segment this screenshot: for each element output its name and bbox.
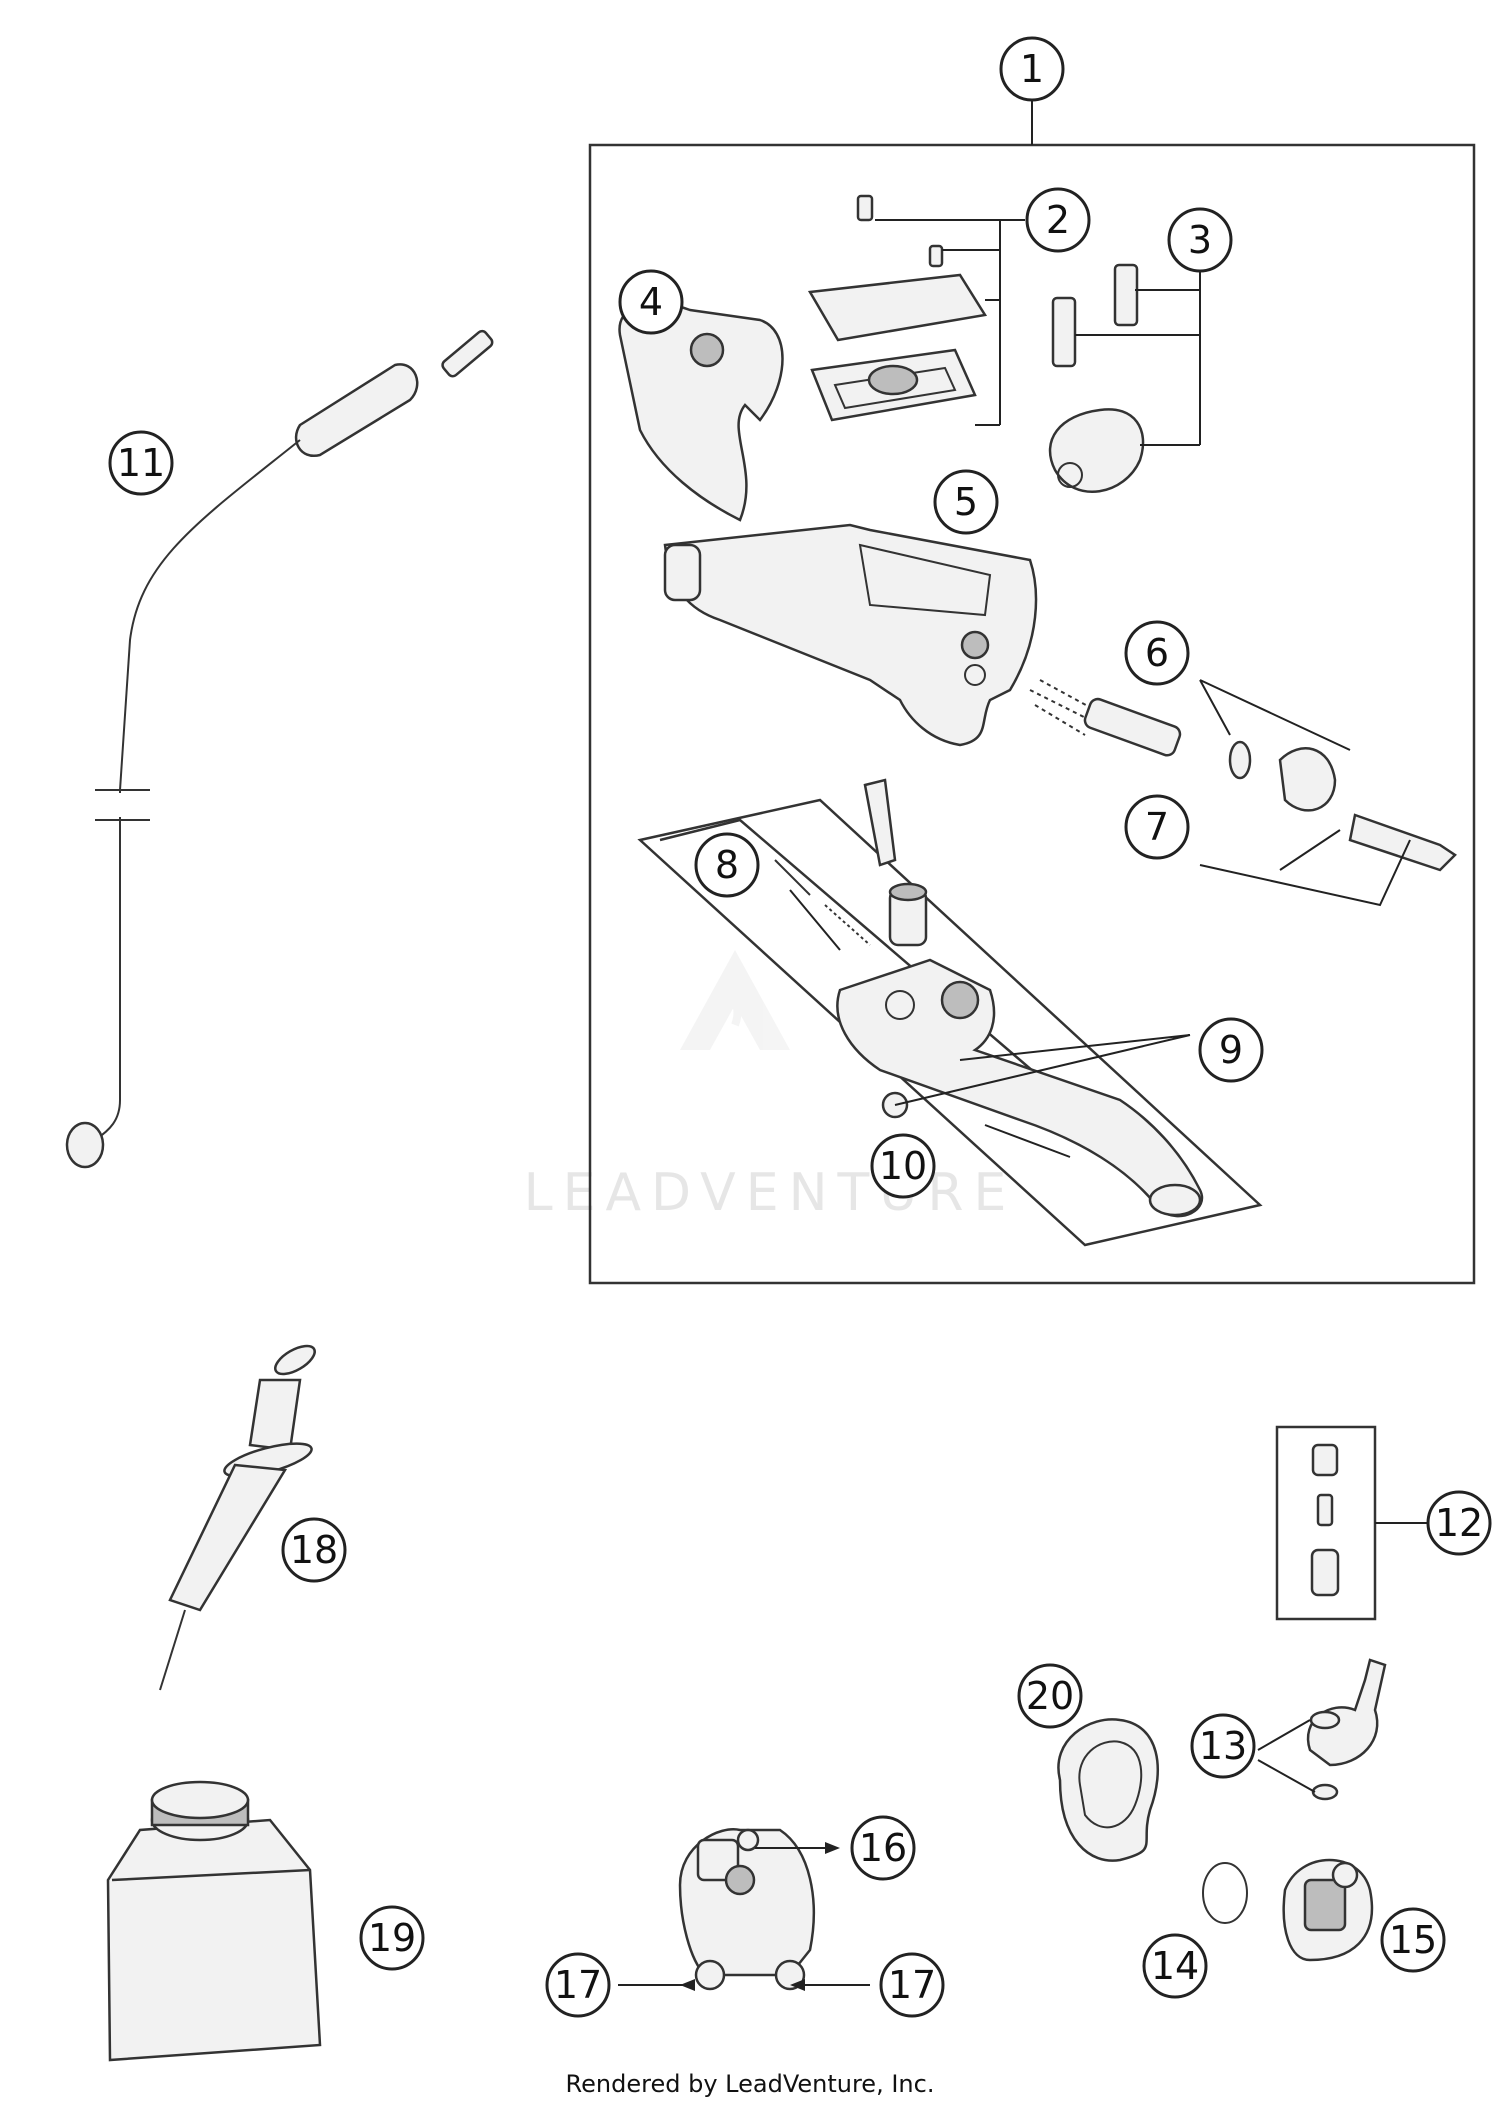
footer-credit: Rendered by LeadVenture, Inc.: [565, 2070, 935, 2098]
leader-3: [1075, 270, 1201, 446]
svg-text:6: 6: [1145, 631, 1169, 675]
bleed-syringe: [159, 1344, 316, 1691]
banjo-fitting: [1306, 1658, 1387, 1801]
leader-6: [1199, 679, 1351, 751]
push-rod: [1348, 813, 1457, 872]
arrow-17a: [680, 1979, 695, 1991]
svg-text:20: 20: [1026, 1674, 1074, 1718]
svg-text:14: 14: [1151, 1944, 1199, 1988]
callout-20: 20: [1017, 1663, 1083, 1729]
svg-text:12: 12: [1435, 1501, 1483, 1545]
diaphragm: [867, 364, 919, 396]
arrow-16: [825, 1842, 840, 1854]
pivot-bolt: [863, 778, 897, 867]
callout-17-left: 17: [545, 1952, 611, 2018]
hydraulic-fluid-can: [106, 1780, 322, 2062]
clutch-lever: [836, 958, 1204, 1218]
svg-text:17: 17: [888, 1963, 936, 2007]
callout-12: 12: [1426, 1490, 1492, 1556]
svg-text:17: 17: [554, 1963, 602, 2007]
slave-cylinder: [1282, 1858, 1374, 1962]
leader-9: [894, 1034, 1191, 1106]
lever-kit-box: [637, 798, 1263, 1247]
o-ring: [1202, 1862, 1248, 1924]
svg-text:10: 10: [879, 1144, 927, 1188]
leader-13: [1257, 1719, 1316, 1793]
callout-10: 10: [870, 1133, 936, 1199]
cover-gasket: [1057, 1718, 1160, 1862]
svg-text:16: 16: [859, 1826, 907, 1870]
svg-text:18: 18: [290, 1528, 338, 1572]
svg-text:7: 7: [1145, 805, 1169, 849]
lever-cover-boss: [689, 332, 725, 368]
svg-text:9: 9: [1219, 1028, 1243, 1072]
callout-7: 7: [1124, 794, 1190, 860]
adjuster-spring: [774, 859, 871, 946]
piston-kit: [1029, 679, 1337, 812]
svg-text:5: 5: [954, 480, 978, 524]
callout-8: 8: [694, 832, 760, 898]
svg-text:4: 4: [639, 280, 663, 324]
svg-text:8: 8: [715, 843, 739, 887]
leader-7: [1199, 829, 1411, 907]
svg-text:3: 3: [1188, 218, 1212, 262]
leader-10: [984, 1124, 1071, 1158]
callout-9: 9: [1198, 1017, 1264, 1083]
callout-14: 14: [1142, 1933, 1208, 1999]
callout-11: 11: [108, 430, 174, 496]
handlebar-clamp-group: [1048, 263, 1145, 494]
svg-text:11: 11: [117, 441, 165, 485]
clutch-hose: [65, 329, 494, 1169]
lever-kit-box-inner: [659, 818, 1161, 1181]
callout-6: 6: [1124, 620, 1190, 686]
watermark-text: LEADVENTURE: [524, 1163, 1017, 1223]
watermark-logo: [680, 950, 790, 1050]
callout-16: 16: [850, 1815, 916, 1881]
callout-18: 18: [281, 1517, 347, 1583]
callout-19: 19: [359, 1905, 425, 1971]
leader-8: [789, 889, 841, 951]
svg-text:2: 2: [1046, 198, 1070, 242]
clutch-cover-part: [678, 1828, 815, 1991]
leader-2: [875, 219, 1025, 426]
callout-1: 1: [999, 36, 1065, 102]
callout-17-right: 17: [879, 1952, 945, 2018]
bushing-top: [888, 882, 928, 902]
svg-text:13: 13: [1199, 1724, 1247, 1768]
bleeder-parts: [1310, 1443, 1340, 1597]
master-cylinder-body: [663, 523, 1038, 747]
arrow-17b: [790, 1979, 805, 1991]
svg-text:1: 1: [1020, 47, 1044, 91]
callout-2: 2: [1025, 187, 1091, 253]
callout-13: 13: [1190, 1713, 1256, 1779]
reservoir-cover-group: [807, 194, 988, 422]
callout-3: 3: [1167, 207, 1233, 273]
callout-4: 4: [618, 269, 684, 335]
svg-text:15: 15: [1389, 1918, 1437, 1962]
svg-text:19: 19: [368, 1916, 416, 1960]
callout-15: 15: [1380, 1907, 1446, 1973]
callout-5: 5: [933, 469, 999, 535]
